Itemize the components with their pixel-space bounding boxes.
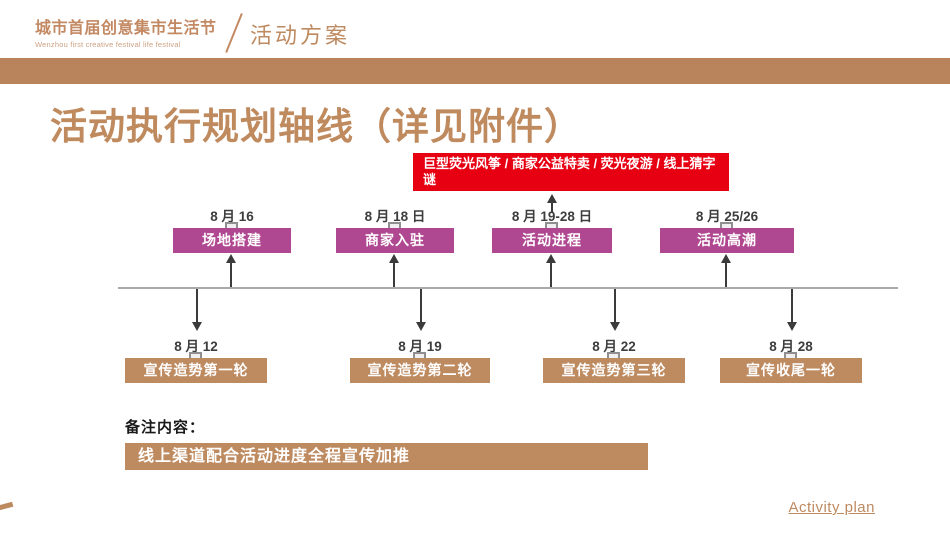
down-arrow-icon [192,289,202,331]
milestone-date: 8 月 18 日 [364,209,426,224]
milestone-box: 活动进程 [492,228,612,253]
activity-plan-link[interactable]: Activity plan [788,499,875,516]
up-arrow-icon [226,254,236,287]
highlight-banner: 巨型荧光风筝 / 商家公益特卖 / 荧光夜游 / 线上猜字谜 [413,153,729,191]
page-title: 活动执行规划轴线（详见附件） [50,106,582,147]
milestone-group: 8 月 19-28 日 活动进程 [492,205,612,253]
promotion-group: 8 月 22 宣传造势第三轮 [543,335,685,383]
up-arrow-icon [389,254,399,287]
promotion-date: 8 月 19 [398,339,442,354]
milestone-group: 8 月 18 日 商家入驻 [336,205,454,253]
up-arrow-icon [546,254,556,287]
milestone-group: 8 月 25/26 活动高潮 [660,205,794,253]
promotion-date: 8 月 22 [592,339,636,354]
promotion-box: 宣传造势第一轮 [125,358,267,383]
promotion-date: 8 月 12 [174,339,218,354]
down-arrow-icon [610,289,620,331]
promotion-date: 8 月 28 [769,339,813,354]
promotion-group: 8 月 12 宣传造势第一轮 [125,335,267,383]
milestone-date: 8 月 19-28 日 [511,209,593,224]
banner-arrow-icon [547,194,557,212]
brand-logo: 城市首届创意集市生活节 Wenzhou first creative festi… [35,14,217,49]
down-arrow-icon [416,289,426,331]
promotion-group: 8 月 19 宣传造势第二轮 [350,335,490,383]
brand-title: 城市首届创意集市生活节 [35,20,217,37]
notes-heading: 备注内容： [125,419,206,436]
promotion-box: 宣传收尾一轮 [720,358,862,383]
brand-subtitle: Wenzhou first creative festival life fes… [35,40,181,49]
notes-content-bar: 线上渠道配合活动进度全程宣传加推 [125,443,648,470]
header-bar [0,58,950,84]
up-arrow-icon [721,254,731,287]
down-arrow-icon [787,289,797,331]
milestone-date: 8 月 25/26 [695,209,759,224]
timeline-axis [118,287,898,289]
milestone-group: 8 月 16 场地搭建 [173,205,291,253]
promotion-box: 宣传造势第二轮 [350,358,490,383]
section-title: 活动方案 [250,23,351,48]
milestone-box: 活动高潮 [660,228,794,253]
promotion-box: 宣传造势第三轮 [543,358,685,383]
milestone-box: 商家入驻 [336,228,454,253]
promotion-group: 8 月 28 宣传收尾一轮 [720,335,862,383]
milestone-date: 8 月 16 [210,209,254,224]
milestone-box: 场地搭建 [173,228,291,253]
